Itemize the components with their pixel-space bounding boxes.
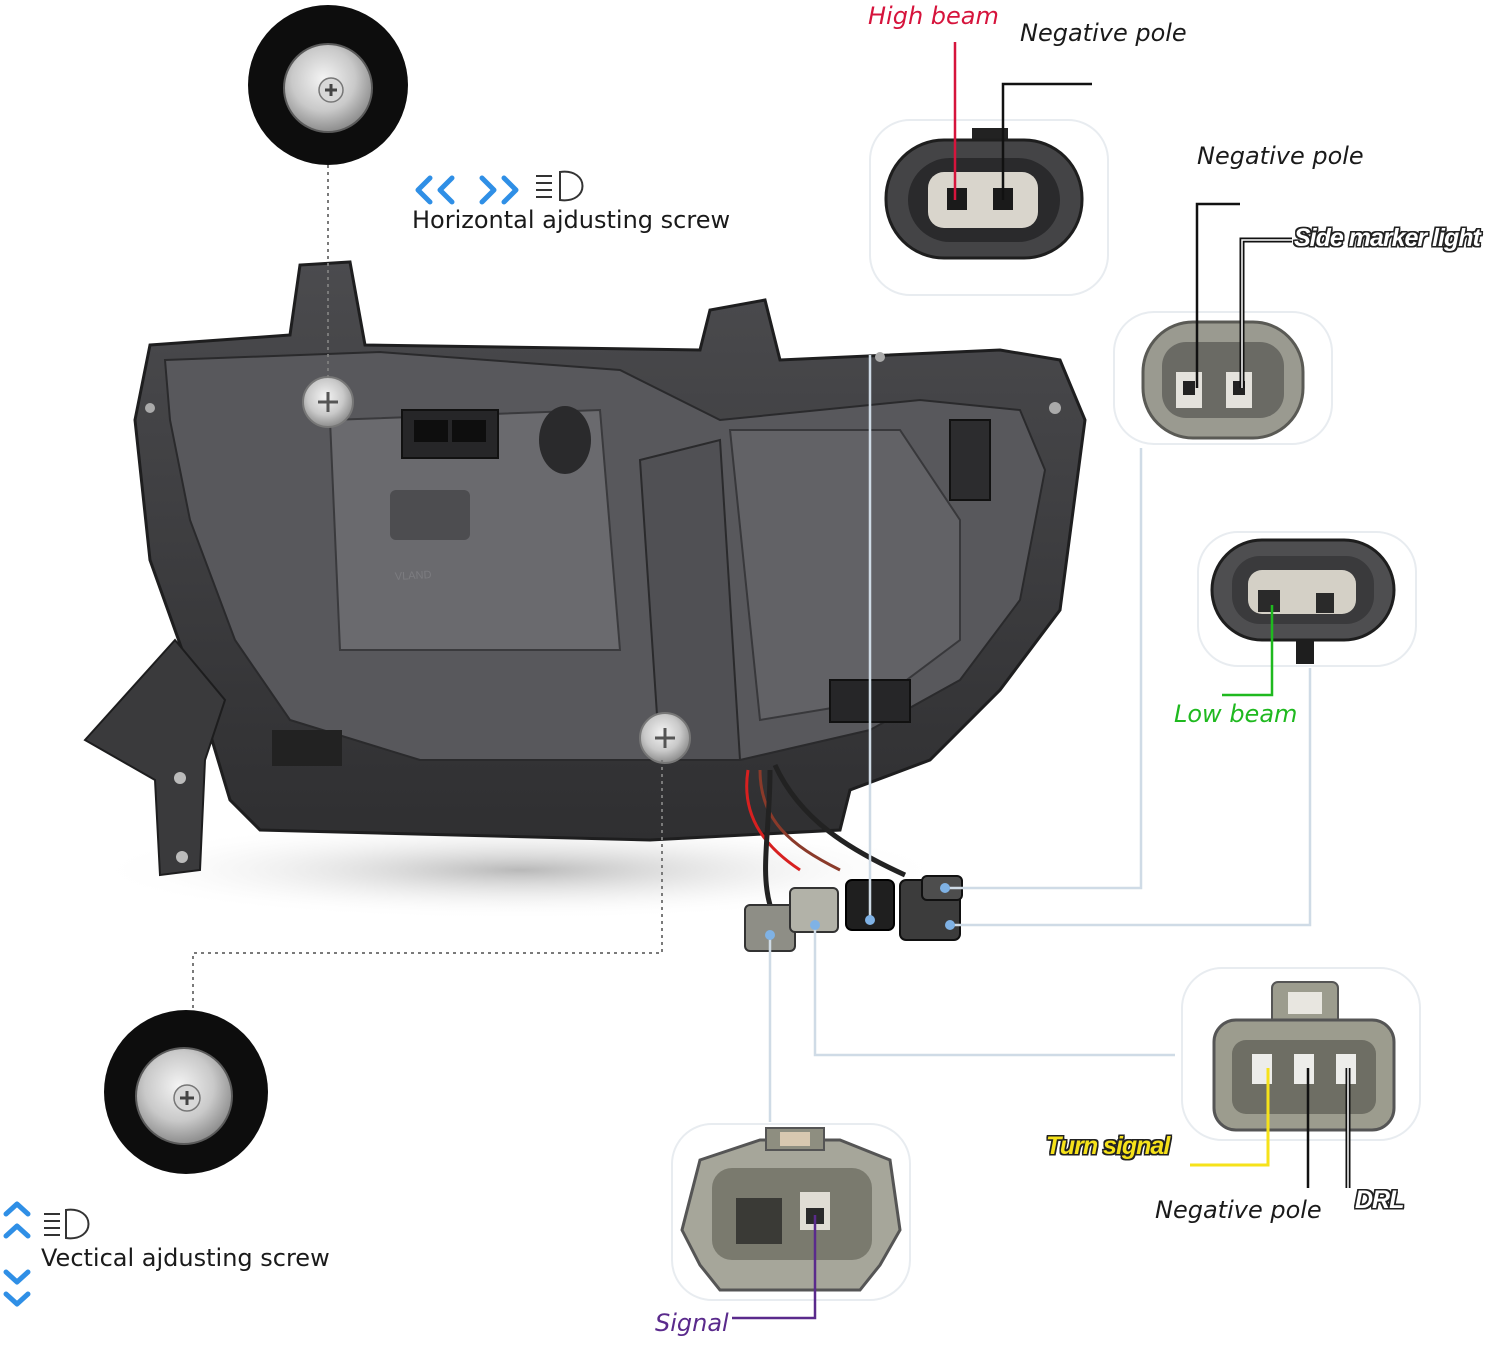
drl-turn-connector-callout <box>1181 967 1421 1141</box>
leader-low-beam <box>950 668 1312 927</box>
connection-dots <box>765 883 955 940</box>
label-vertical-adjusting-screw: Vectical ajdusting screw <box>41 1244 330 1272</box>
label-negative-pole-right: Negative pole <box>1197 142 1364 170</box>
horizontal-screw-on-housing <box>302 376 354 428</box>
pointer-negative-pole-right <box>1195 202 1240 388</box>
vertical-screw-on-housing <box>639 712 691 764</box>
label-horizontal-adjusting-screw: Horizontal ajdusting screw <box>412 206 731 234</box>
headlight-housing: VLAND <box>83 260 1087 920</box>
vertical-screw-zoom <box>104 1010 268 1174</box>
label-drl: DRL <box>1355 1186 1404 1214</box>
dotted-vertical-screw <box>192 760 663 1008</box>
pointer-side-marker-inner <box>1241 239 1292 388</box>
label-negative-pole-top: Negative pole <box>1020 19 1187 47</box>
double-chevron-down-icon <box>3 1269 31 1307</box>
double-chevron-up-icon <box>3 1201 31 1239</box>
label-side-marker-light: Side marker light <box>1294 224 1481 252</box>
label-high-beam: High beam <box>868 2 999 30</box>
pointer-low-beam <box>1222 605 1274 697</box>
side-marker-connector-callout <box>1113 311 1333 445</box>
headlight-icon <box>44 1208 90 1240</box>
leader-drl-connector <box>813 925 1175 1057</box>
svg-text:VLAND: VLAND <box>395 569 432 583</box>
double-chevron-right-icon <box>479 175 519 205</box>
signal-connector-callout <box>671 1123 911 1301</box>
label-signal: Signal <box>655 1309 729 1337</box>
leader-lines <box>768 355 1312 1122</box>
high-beam-connector-callout <box>869 119 1109 296</box>
low-beam-connector-callout <box>1197 531 1417 667</box>
pointer-lines <box>732 42 1351 1320</box>
pointer-turn-signal <box>1190 1068 1270 1167</box>
double-chevron-left-icon <box>415 175 455 205</box>
label-low-beam: Low beam <box>1174 700 1298 728</box>
pointer-negative-pole-top <box>1001 82 1092 200</box>
label-negative-pole-bottom: Negative pole <box>1155 1196 1322 1224</box>
label-turn-signal: Turn signal <box>1046 1132 1170 1160</box>
pointer-signal <box>732 1215 817 1320</box>
leader-side-marker <box>945 448 1143 890</box>
headlight-icon <box>536 170 584 202</box>
horizontal-screw-zoom <box>248 5 408 165</box>
dotted-lines <box>192 158 663 1008</box>
